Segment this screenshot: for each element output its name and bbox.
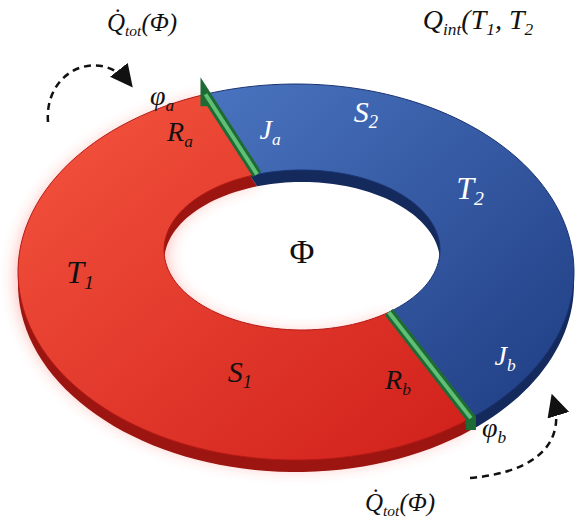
superconductor-label: S1 (228, 357, 252, 387)
temperature-label: T1 (66, 256, 94, 288)
junction-highlight (205, 94, 257, 174)
resistance-label: Ra (167, 118, 193, 146)
junction-label: Jb (494, 342, 515, 370)
resistance-label: Rb (385, 366, 411, 394)
heat-arrow (48, 65, 130, 122)
flux-label: Φ (290, 235, 315, 269)
superconductor-s2 (205, 84, 573, 418)
junction-barrier (205, 94, 257, 174)
temperature-label: T2 (456, 172, 484, 204)
phase-label: φa (150, 82, 174, 110)
heat-arrow (470, 398, 556, 478)
junction-label: Ja (259, 116, 280, 144)
heat-current: Q̇tot(Φ) (107, 10, 177, 35)
heat-current: Q̇tot(Φ) (365, 490, 435, 515)
superconductor-label: S2 (354, 97, 378, 127)
phase-label: φb (482, 414, 506, 442)
heat-formula: Qint(T1, T2 (423, 6, 533, 34)
